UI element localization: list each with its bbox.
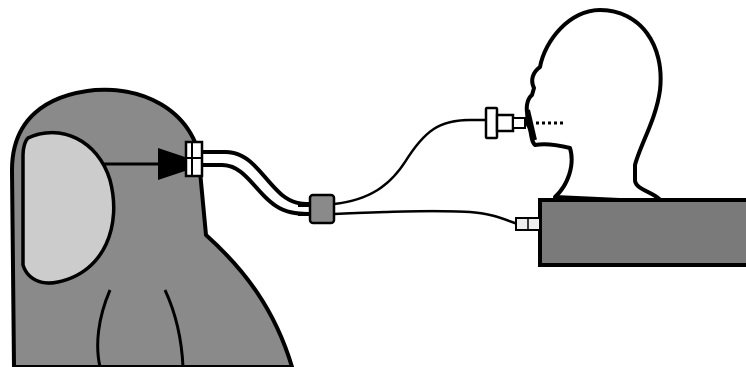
suit-port-connector	[104, 140, 204, 180]
manikin-head	[524, 8, 664, 204]
box-port	[515, 217, 541, 231]
suit-fold-2	[163, 289, 185, 367]
head-profile	[524, 8, 664, 204]
tubing	[198, 118, 520, 226]
suit-fold-1	[96, 289, 112, 367]
hooded-suit-wearer	[10, 87, 294, 367]
visor-window	[21, 130, 116, 285]
tube-junction	[298, 193, 336, 225]
mouthpiece	[484, 106, 537, 141]
flow-arrow-icon	[158, 148, 188, 180]
manikin-base-box	[538, 198, 746, 267]
